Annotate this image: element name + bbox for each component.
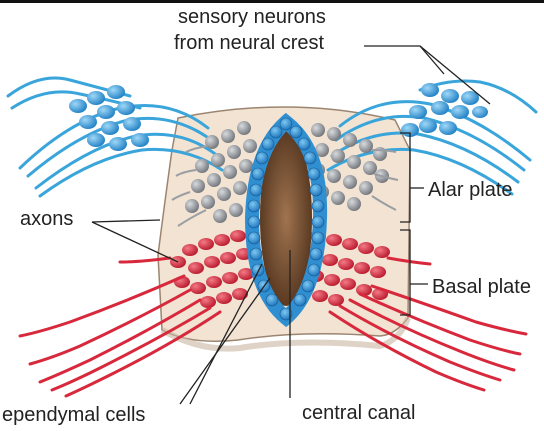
sensory-neurons-label-line2: from neural crest (174, 32, 324, 54)
ependymal-cells-label: ependymal cells (2, 404, 145, 426)
basal-plate-label: Basal plate (432, 276, 531, 298)
central-canal-label: central canal (302, 402, 415, 424)
alar-plate-label: Alar plate (428, 179, 513, 201)
axons-label: axons (20, 208, 73, 230)
sensory-neurons-label-line1: sensory neurons (178, 6, 326, 28)
